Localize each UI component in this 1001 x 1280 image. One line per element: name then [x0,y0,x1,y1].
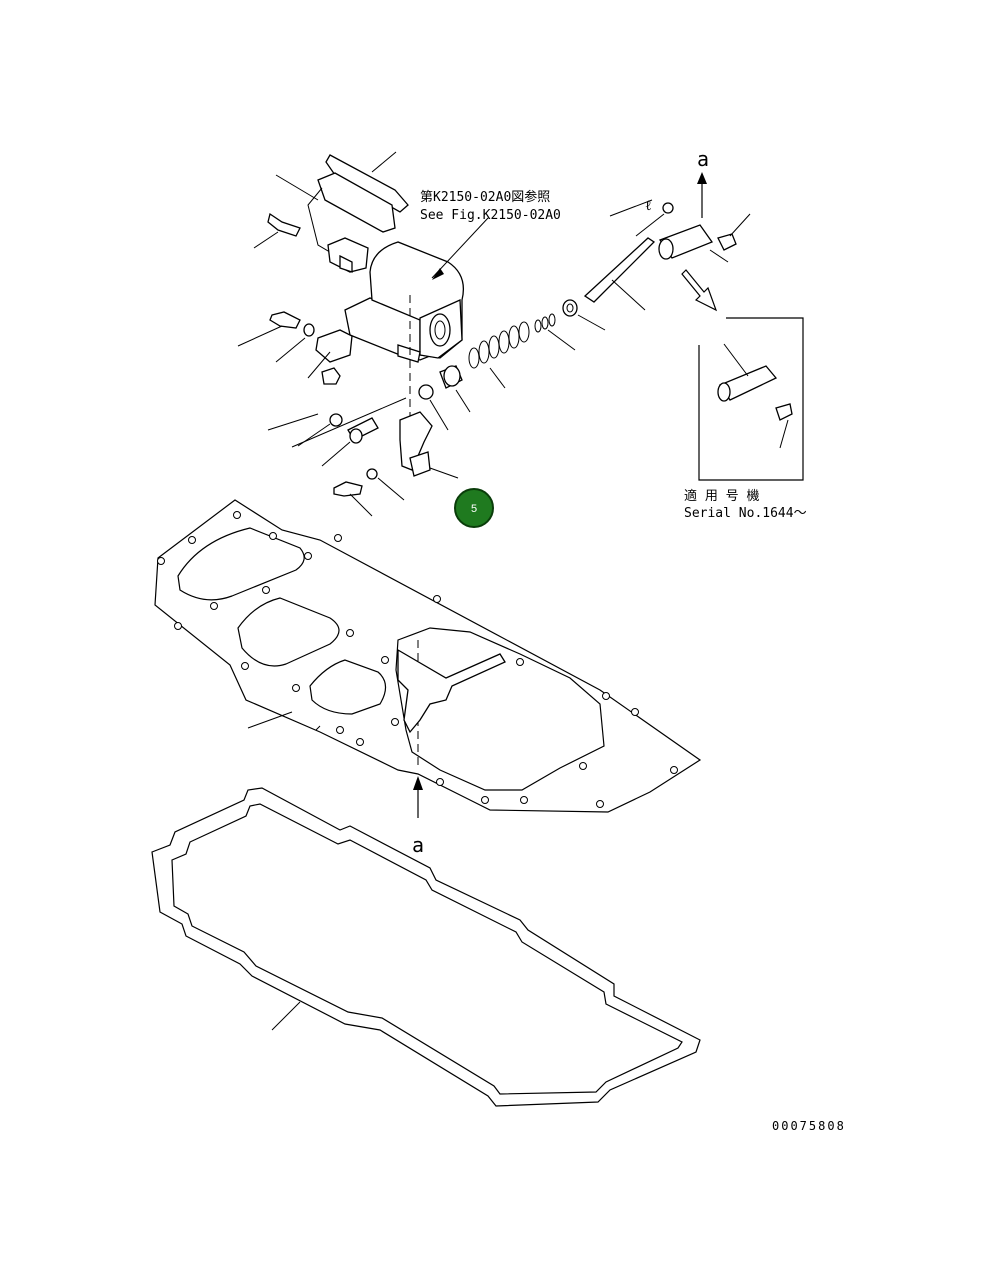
serial-inset: 適 用 号 機 Serial No.1644～ [684,317,807,521]
spring-assembly [439,237,656,413]
sensor-connector [327,237,369,273]
callout-marker-5[interactable]: 5 [454,488,494,528]
view-arrow-bottom: a [412,776,424,857]
bottom-gasket [151,787,701,1107]
bracket-small [307,329,353,385]
cover-bracket [275,151,409,259]
callout-circle[interactable] [454,488,494,528]
actuator-housing [344,217,489,363]
inset-line1: 適 用 号 機 [684,488,759,504]
reference-note-line2: See Fig.K2150-02A0 [420,208,561,223]
pin-assembly: ℓ [609,198,751,263]
bolt-top-left [253,212,301,249]
view-arrow-top: a [697,147,709,218]
bushing-left [267,413,379,467]
reference-note-line1: 第K2150-02A0図参照 [420,189,550,205]
bolt-mid-left [237,311,315,363]
view-label-bottom: a [412,833,424,857]
lever-assembly [291,384,459,479]
view-label-top: a [697,147,709,171]
svg-text:ℓ: ℓ [645,198,652,214]
inset-line2: Serial No.1644～ [684,506,807,521]
callout-label: 5 [471,503,477,515]
cover-plate [154,499,702,813]
bolt-bottom-left [333,468,405,517]
drawing-number: 00075808 [772,1119,846,1133]
inset-arrow [681,269,718,312]
